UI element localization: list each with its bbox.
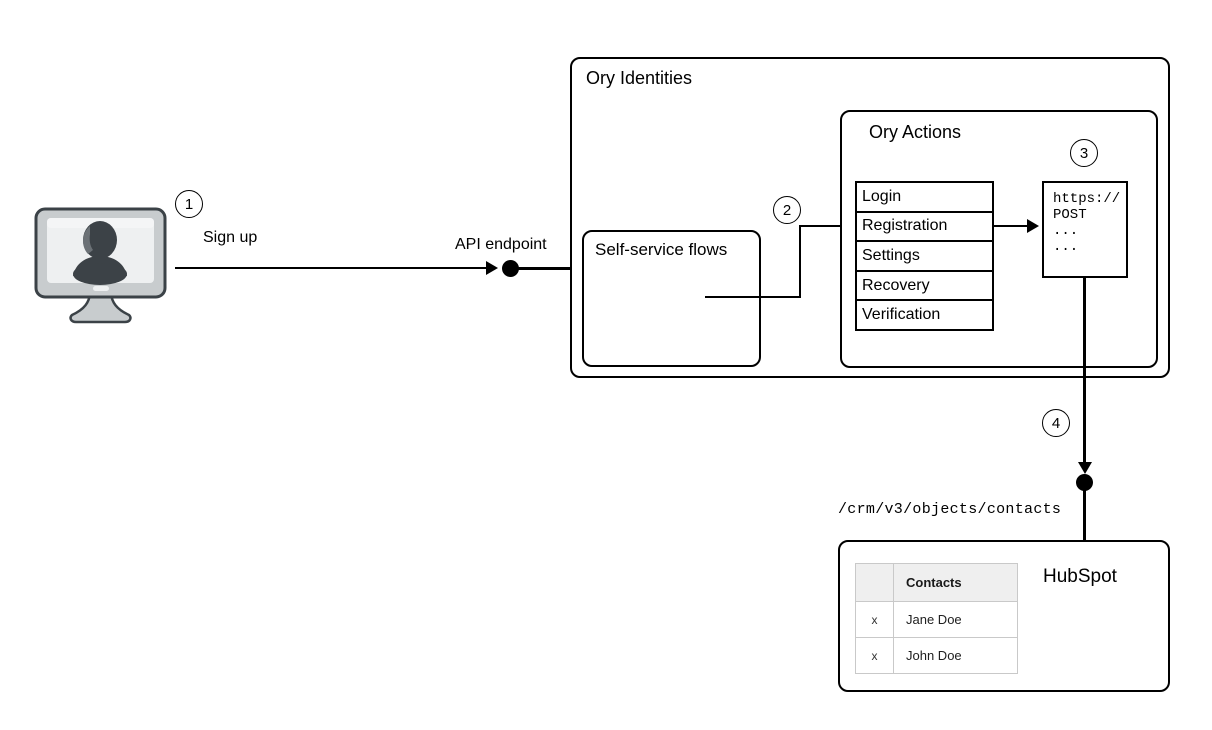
flow-item-settings-label: Settings: [862, 246, 920, 264]
table-row[interactable]: x Jane Doe: [855, 601, 1018, 638]
flow-item-login-label: Login: [862, 187, 902, 205]
webhook-to-hubspot-arrow-head: [1078, 462, 1092, 474]
webhook-code-box: https:// POST ... ...: [1042, 181, 1128, 278]
step-marker-3: 3: [1070, 139, 1098, 167]
selfservice-to-registration-segment-3: [799, 225, 844, 227]
hubspot-endpoint-stub-line: [1083, 489, 1086, 541]
webhook-code-line-1: https://: [1053, 191, 1121, 207]
flow-item-verification-label: Verification: [862, 306, 941, 324]
table-row-mark: x: [855, 637, 894, 674]
ory-actions-flow-list: Login Registration Settings Recovery Ver…: [855, 181, 994, 331]
flow-item-recovery[interactable]: Recovery: [857, 272, 992, 302]
api-endpoint-dot: [502, 260, 519, 277]
flow-item-verification[interactable]: Verification: [857, 301, 992, 329]
table-row[interactable]: x John Doe: [855, 637, 1018, 674]
step-marker-3-label: 3: [1079, 144, 1089, 162]
webhook-code-line-2: POST: [1053, 207, 1087, 223]
flow-item-settings[interactable]: Settings: [857, 242, 992, 272]
client-monitor-icon: [33, 206, 168, 324]
step-marker-4: 4: [1042, 409, 1070, 437]
table-row-name: Jane Doe: [893, 601, 1018, 638]
flow-item-recovery-label: Recovery: [862, 276, 930, 294]
crm-path-label: /crm/v3/objects/contacts: [838, 501, 1062, 518]
flow-item-registration-label: Registration: [862, 217, 948, 235]
step-marker-2-label: 2: [782, 201, 792, 219]
api-endpoint-label: API endpoint: [455, 236, 547, 253]
table-row-mark: x: [855, 601, 894, 638]
table-row-name: John Doe: [893, 637, 1018, 674]
sign-up-label: Sign up: [203, 229, 258, 246]
hubspot-endpoint-dot: [1076, 474, 1093, 491]
flow-item-registration[interactable]: Registration: [857, 213, 992, 243]
table-header-row: Contacts: [855, 563, 1018, 602]
webhook-to-hubspot-line: [1083, 278, 1086, 464]
step-marker-2: 2: [773, 196, 801, 224]
registration-to-webhook-arrow-head: [1027, 219, 1039, 233]
webhook-code-line-4: ...: [1053, 239, 1079, 255]
step-marker-1: 1: [175, 190, 203, 218]
ory-actions-title: Ory Actions: [869, 122, 962, 142]
api-endpoint-stub-line: [517, 267, 573, 270]
step-marker-4-label: 4: [1051, 414, 1061, 432]
sign-up-arrow-head: [486, 261, 498, 275]
table-header-mark: [855, 563, 894, 602]
hubspot-contacts-table: Contacts x Jane Doe x John Doe: [855, 563, 1018, 674]
webhook-code-line-3: ...: [1053, 223, 1079, 239]
ory-identities-title: Ory Identities: [586, 68, 693, 88]
selfservice-to-registration-segment-1: [705, 296, 801, 298]
self-service-flows-label: Self-service flows: [595, 240, 728, 259]
flow-item-login[interactable]: Login: [857, 183, 992, 213]
table-header-contacts: Contacts: [893, 563, 1018, 602]
step-marker-1-label: 1: [184, 195, 194, 213]
selfservice-to-registration-segment-2: [799, 225, 801, 298]
self-service-flows-box: [582, 230, 761, 367]
hubspot-title: HubSpot: [1043, 566, 1117, 587]
sign-up-arrow-line: [175, 267, 487, 269]
registration-to-webhook-line: [994, 225, 1028, 227]
